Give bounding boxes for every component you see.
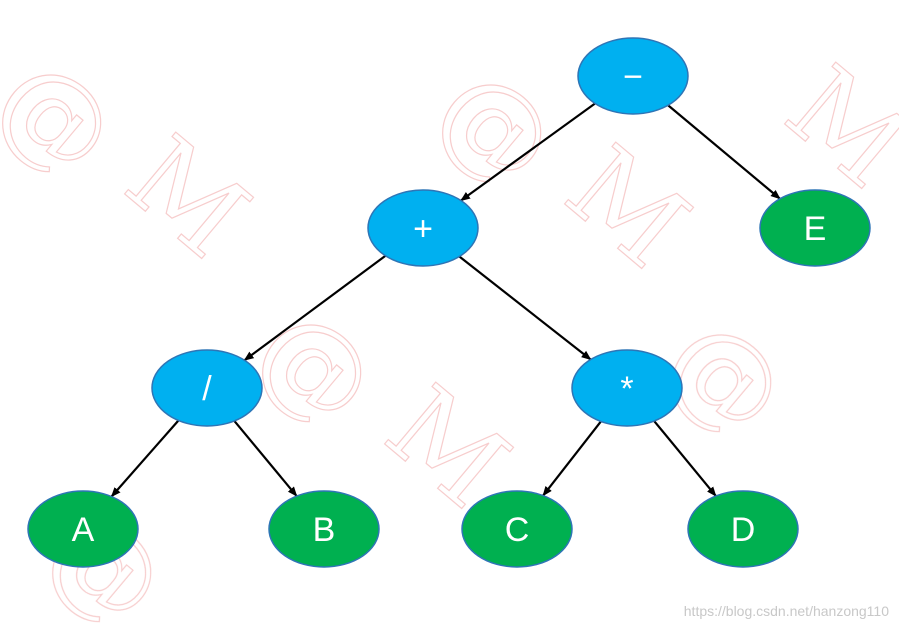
- node-a-label: A: [72, 511, 95, 549]
- svg-text:M: M: [543, 122, 712, 292]
- svg-text:@: @: [0, 32, 140, 201]
- node-b-label: B: [313, 511, 336, 549]
- node-multiply-shape: [571, 349, 683, 427]
- edge-plus-to-mul: [458, 255, 592, 361]
- node-c-shape: [461, 490, 573, 568]
- edge-div-to-B: [233, 420, 298, 497]
- node-divide: /: [151, 349, 263, 427]
- edge-minus-to-plus: [460, 102, 596, 202]
- edge-mul-to-D: [653, 420, 717, 497]
- tree-nodes: − + E / * A B C D: [27, 37, 871, 568]
- node-minus: −: [577, 37, 689, 115]
- node-plus-label: +: [413, 210, 433, 248]
- node-c: C: [461, 490, 573, 568]
- node-c-label: C: [505, 511, 530, 549]
- watermark-url: https://blog.csdn.net/hanzong110: [683, 603, 889, 619]
- svg-text:M: M: [103, 112, 272, 282]
- node-minus-label: −: [623, 58, 643, 96]
- node-divide-label: /: [202, 370, 212, 408]
- svg-text:M: M: [763, 42, 899, 212]
- node-d-label: D: [731, 511, 756, 549]
- node-e-shape: [759, 189, 871, 267]
- node-b: B: [268, 490, 380, 568]
- node-d-shape: [687, 490, 799, 568]
- node-b-shape: [268, 490, 380, 568]
- node-minus-shape: [577, 37, 689, 115]
- tree-edges: [110, 102, 781, 498]
- edge-mul-to-C: [542, 420, 602, 497]
- node-a-shape: [27, 490, 139, 568]
- node-e-label: E: [804, 210, 827, 248]
- node-multiply-label: *: [620, 370, 633, 408]
- node-plus-shape: [367, 189, 479, 267]
- node-a: A: [27, 490, 139, 568]
- node-plus: +: [367, 189, 479, 267]
- edge-plus-to-div: [243, 254, 387, 362]
- edge-div-to-A: [110, 419, 180, 498]
- node-multiply: *: [571, 349, 683, 427]
- node-d: D: [687, 490, 799, 568]
- svg-text:@: @: [413, 42, 580, 211]
- node-e: E: [759, 189, 871, 267]
- node-divide-shape: [151, 349, 263, 427]
- edge-minus-to-E: [667, 104, 781, 200]
